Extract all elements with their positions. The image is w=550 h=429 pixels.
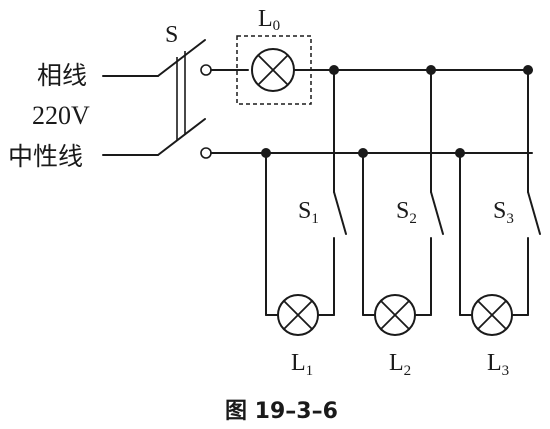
switch-s1-label: S1 <box>298 198 319 227</box>
switch-s2-label: S2 <box>396 198 417 227</box>
lamp-l1-label: L1 <box>291 350 313 379</box>
figure-caption: 图 19–3–6 <box>225 399 338 424</box>
voltage-label: 220V <box>32 101 90 130</box>
branch-3-wiring <box>459 69 541 316</box>
branch-2-wiring <box>362 69 444 316</box>
main-switch-terminal-top <box>200 64 212 76</box>
phase-line-label: 相线 <box>37 61 87 90</box>
lamp-l2-label: L2 <box>389 350 411 379</box>
lamp-l2 <box>374 294 416 336</box>
lamp-l3-label: L3 <box>487 350 509 379</box>
main-switch <box>157 39 206 156</box>
lamp-l1 <box>277 294 319 336</box>
lamp-l3 <box>471 294 513 336</box>
neutral-line-label: 中性线 <box>8 142 83 171</box>
lamp-l0 <box>251 48 295 92</box>
main-switch-label: S <box>165 22 178 48</box>
main-switch-terminal-bottom <box>200 147 212 159</box>
lamp-l0-label: L0 <box>258 6 280 34</box>
switch-s3-label: S3 <box>493 198 514 227</box>
branch-1-wiring <box>265 69 347 316</box>
